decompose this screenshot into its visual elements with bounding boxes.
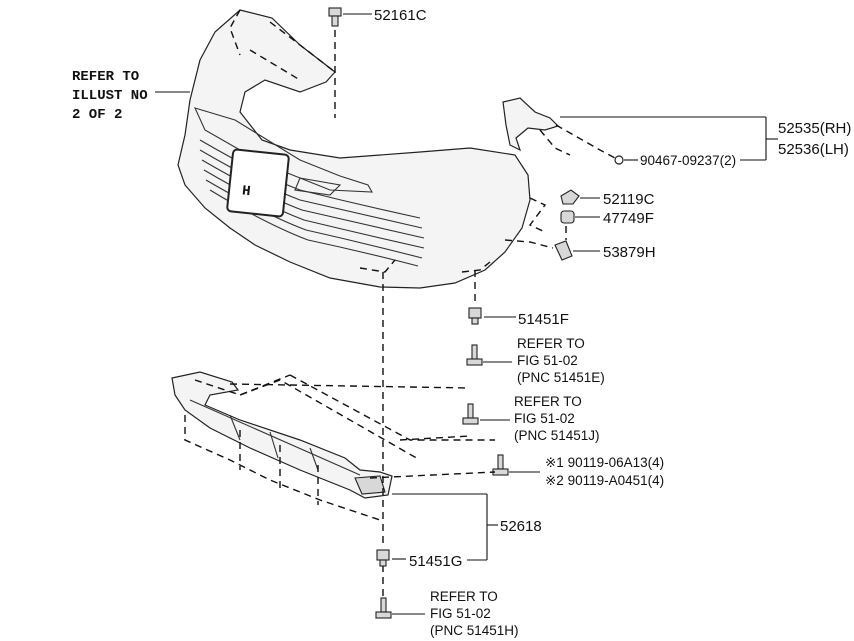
- bolt-ref-51451j[interactable]: [462, 403, 510, 425]
- svg-text:FIG 51-02: FIG 51-02: [517, 353, 578, 368]
- bracket-53879h[interactable]: 53879H: [554, 240, 656, 261]
- svg-text:FIG 51-02: FIG 51-02: [430, 606, 491, 621]
- side-bracket[interactable]: 52535(RH) 52536(LH): [502, 97, 851, 161]
- label-47749f: 47749F: [603, 210, 654, 227]
- engine-under-cover[interactable]: [171, 371, 393, 499]
- refer-51451j: REFER TO FIG 51-02 (PNC 51451J): [514, 394, 600, 443]
- bolt-ref-51451h[interactable]: [375, 597, 425, 619]
- label-52618: 52618: [500, 518, 542, 535]
- label-52536: 52536(LH): [778, 141, 849, 158]
- label-51451f: 51451F: [518, 311, 569, 328]
- refer-line-3: 2 OF 2: [72, 107, 122, 123]
- clip-52161c[interactable]: 52161C: [328, 7, 427, 27]
- nut-47749f[interactable]: 47749F: [560, 210, 654, 227]
- bolt-ref-51451e[interactable]: [466, 344, 512, 366]
- bolt-90119[interactable]: [492, 454, 540, 476]
- refer-line-1: REFER TO: [72, 69, 139, 85]
- refer-line-2: ILLUST NO: [72, 88, 148, 104]
- refer-illust-note: REFER TO ILLUST NO 2 OF 2: [72, 69, 190, 123]
- label-51451g: 51451G: [409, 553, 462, 570]
- label-90119-a: ※1 90119-06A13(4): [545, 455, 664, 470]
- label-52535: 52535(RH): [778, 120, 851, 137]
- svg-text:REFER TO: REFER TO: [517, 336, 585, 351]
- svg-text:(PNC 51451E): (PNC 51451E): [517, 370, 605, 385]
- svg-text:FIG 51-02: FIG 51-02: [514, 411, 575, 426]
- clip-51451f[interactable]: 51451F: [468, 307, 569, 328]
- refer-51451e: REFER TO FIG 51-02 (PNC 51451E): [517, 336, 605, 385]
- label-group-52618: 52618: [392, 493, 542, 561]
- license-plate-bracket: [226, 148, 290, 218]
- clip-51451g[interactable]: 51451G: [376, 549, 462, 570]
- svg-text:REFER TO: REFER TO: [430, 589, 498, 604]
- label-52119c: 52119C: [603, 191, 655, 208]
- refer-51451h: REFER TO FIG 51-02 (PNC 51451H): [430, 589, 519, 638]
- label-53879h: 53879H: [603, 244, 656, 261]
- label-52161c: 52161C: [374, 7, 427, 24]
- retainer-52119c[interactable]: 52119C: [560, 189, 655, 208]
- svg-text:(PNC 51451H): (PNC 51451H): [430, 623, 519, 638]
- label-90467: 90467-09237(2): [640, 153, 736, 168]
- svg-text:(PNC 51451J): (PNC 51451J): [514, 428, 600, 443]
- bumper-cover[interactable]: H: [177, 9, 531, 289]
- label-90119-b: ※2 90119-A0451(4): [545, 473, 664, 488]
- bracket-mark: H: [241, 183, 251, 200]
- svg-text:REFER TO: REFER TO: [514, 394, 582, 409]
- screw-90467[interactable]: 90467-09237(2): [614, 153, 736, 168]
